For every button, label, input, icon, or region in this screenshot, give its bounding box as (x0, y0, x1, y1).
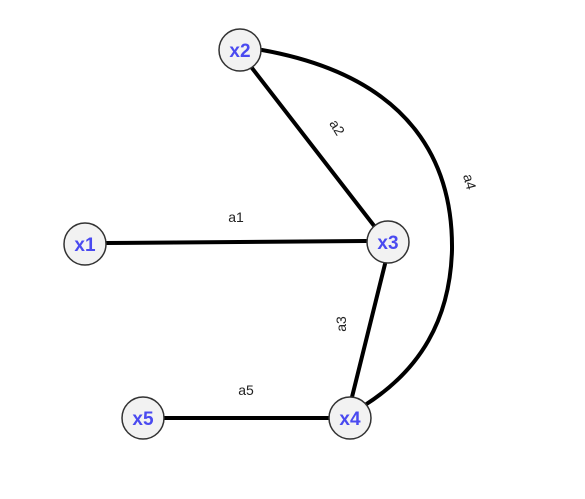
edge-a4 (260, 48, 455, 407)
nodes-layer: x1 x2 x3 x4 x5 (63, 28, 410, 440)
node-label-x1: x1 (74, 235, 96, 256)
node-circle-x5 (121, 396, 165, 440)
edges-layer (104, 48, 455, 420)
node-x3: x3 (366, 220, 410, 264)
edge-label-a4: a4 (460, 172, 480, 191)
node-x4: x4 (328, 396, 372, 440)
edge-a3 (350, 262, 387, 399)
edge-labels-layer: a1 a2 a3 a4 a5 (228, 117, 479, 398)
node-label-x3: x3 (377, 233, 398, 254)
edge-label-a3: a3 (333, 316, 349, 332)
edge-a2 (250, 66, 377, 229)
node-x1: x1 (63, 222, 107, 266)
edge-label-a5: a5 (238, 382, 254, 398)
node-circle-x2 (218, 28, 262, 72)
node-circle-x4 (328, 396, 372, 440)
edge-a1 (104, 239, 368, 245)
node-label-x2: x2 (229, 41, 250, 62)
edge-label-a1: a1 (228, 209, 244, 225)
node-label-x5: x5 (132, 409, 154, 430)
node-label-x4: x4 (339, 409, 361, 430)
node-circle-x1 (63, 222, 107, 266)
node-x5: x5 (121, 396, 165, 440)
node-circle-x3 (366, 220, 410, 264)
node-x2: x2 (218, 28, 262, 72)
edge-label-a2: a2 (326, 117, 348, 139)
